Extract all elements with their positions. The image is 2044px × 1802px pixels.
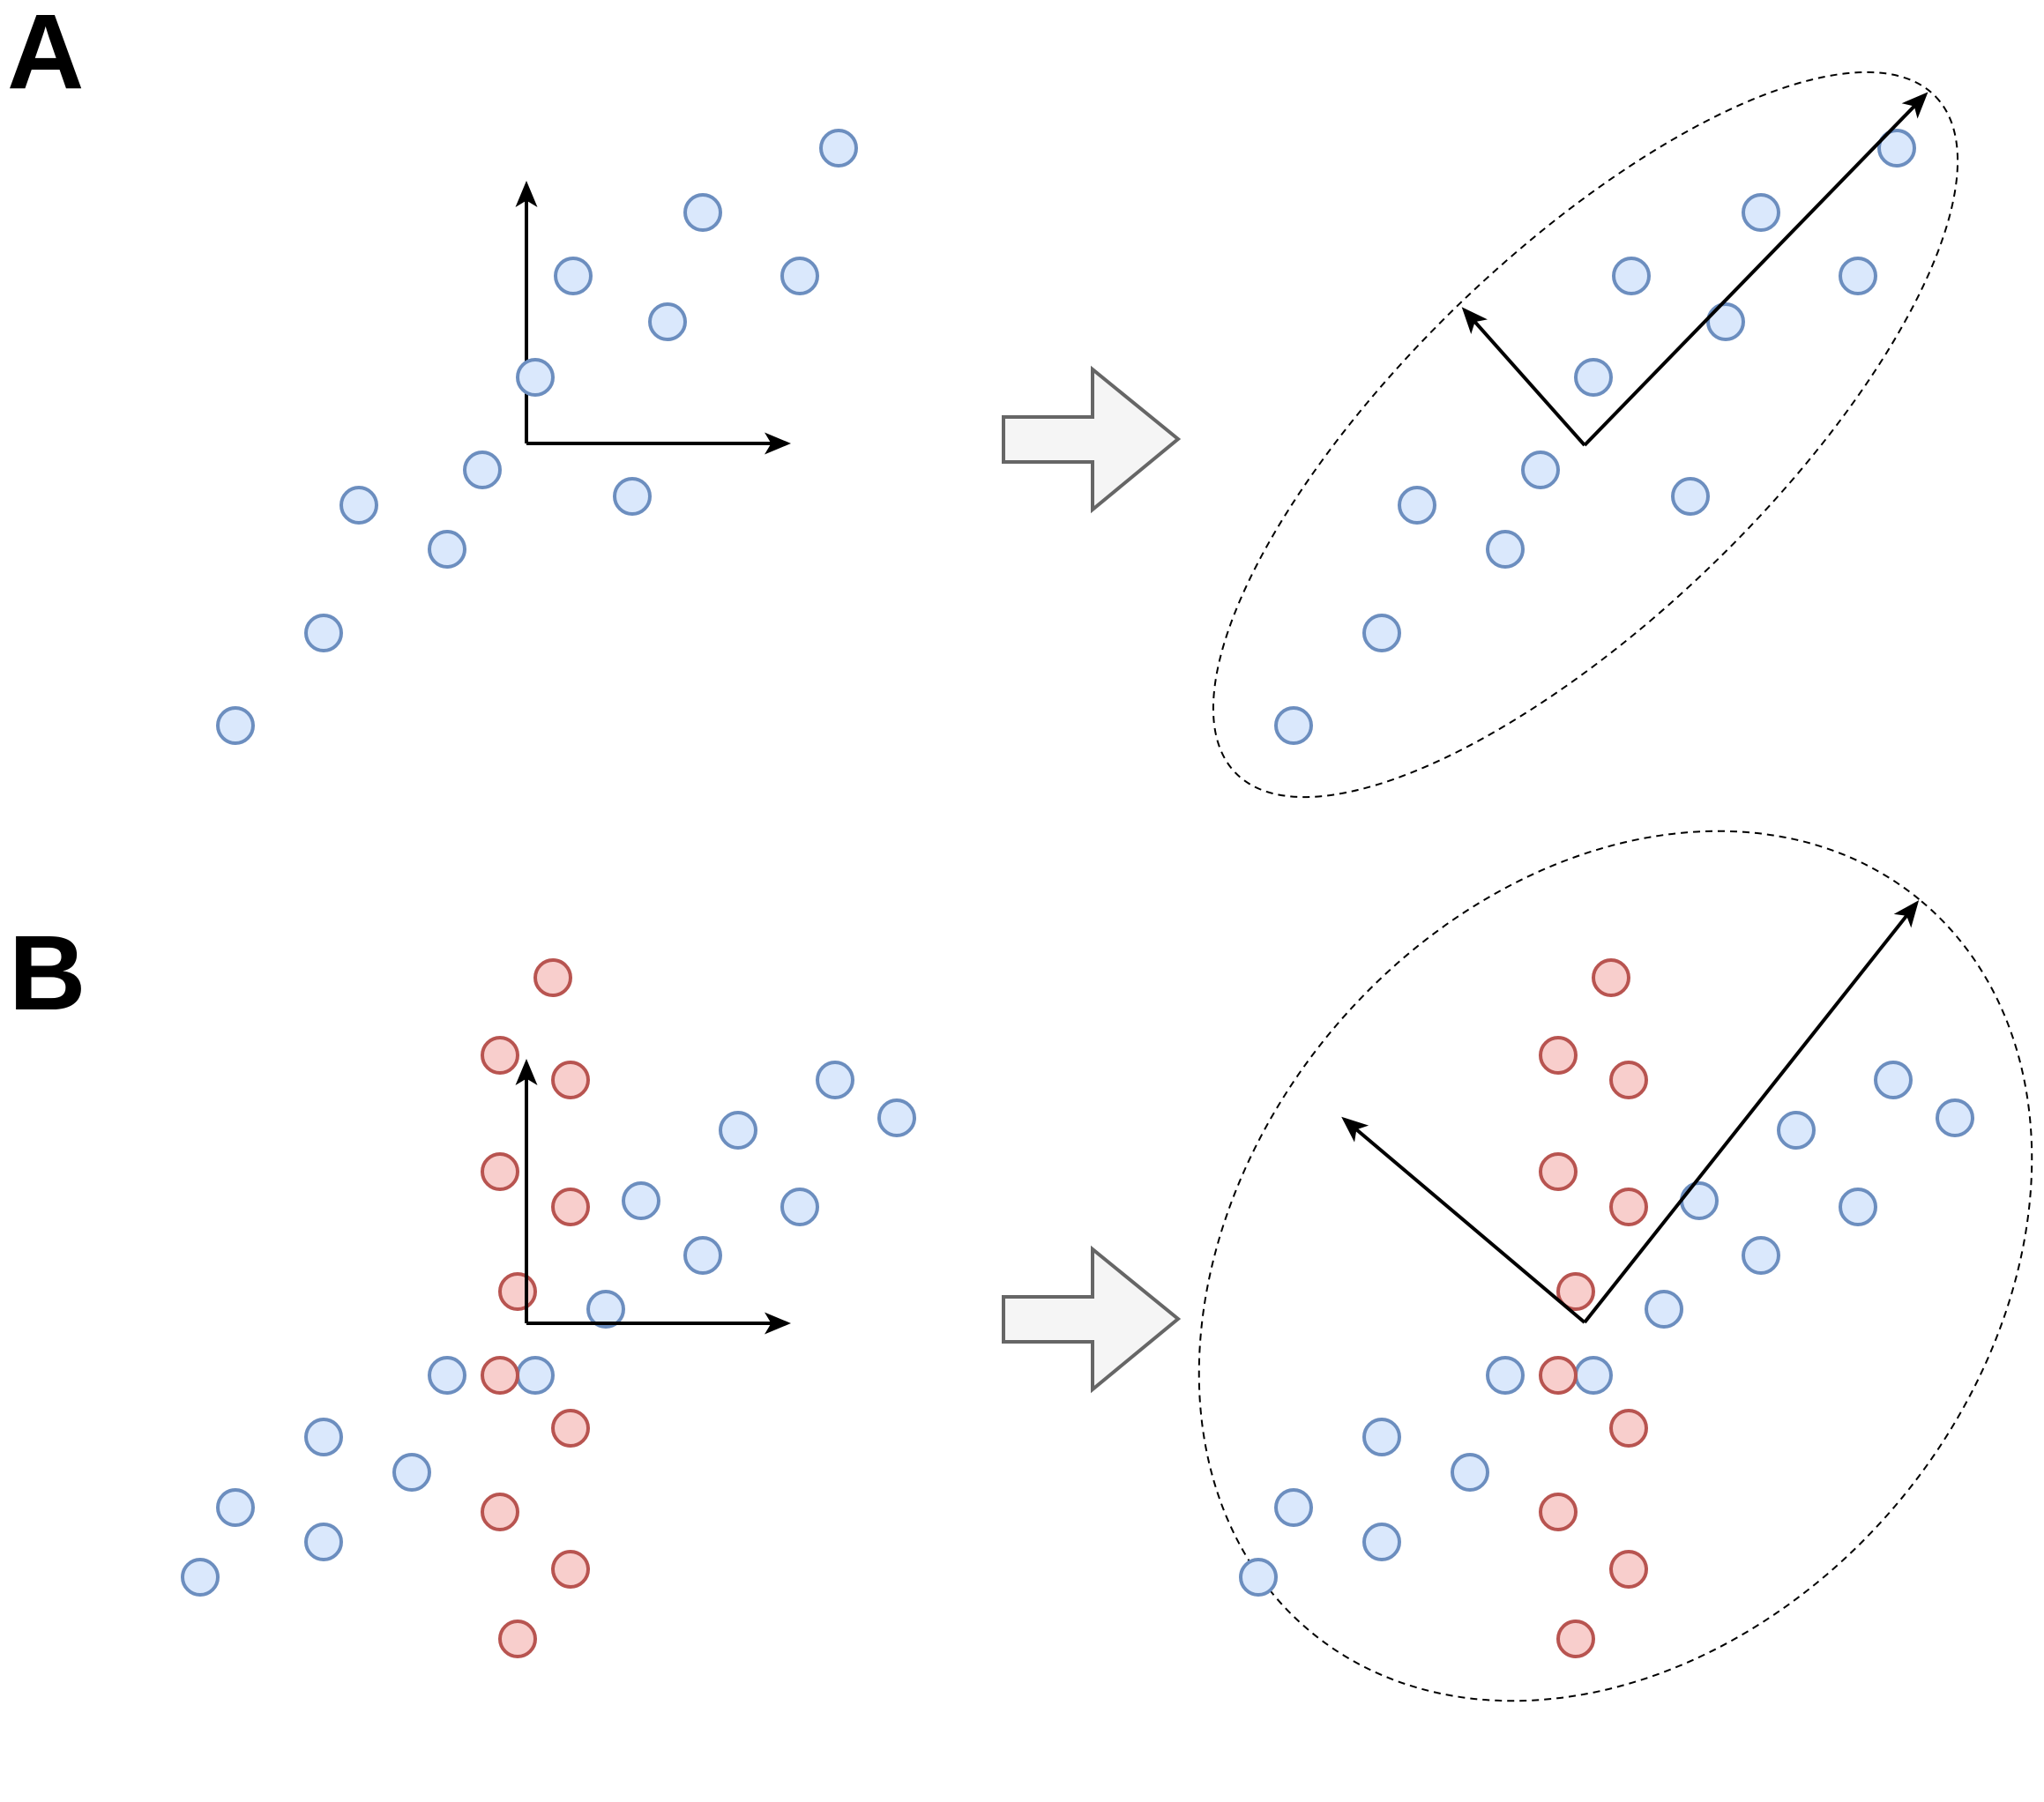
data-point-blue [1680,1181,1719,1220]
data-point-blue [780,1188,819,1226]
data-point-blue [216,1488,255,1527]
data-point-red [1592,958,1630,997]
data-point-red [533,958,572,997]
data-point-red [1556,1272,1595,1311]
panel-a-pca-points [1274,129,1916,745]
data-point-red [1609,1061,1648,1099]
data-point-blue [428,530,466,569]
data-point-blue [554,257,593,295]
data-point-red [481,1152,519,1191]
principal-component-2-arrow [1461,307,1586,447]
data-point-blue [1521,450,1560,489]
panel-b-original-axes [515,1059,791,1335]
data-point-red [1609,1550,1648,1589]
data-point-blue [1839,257,1877,295]
panel-label-a: A [7,0,84,111]
panel-label-b: B [9,912,86,1032]
data-point-red [551,1061,590,1099]
data-point-red [498,1272,537,1311]
data-point-red [1539,1493,1578,1531]
panel-a-pca-space [1212,71,1959,799]
panel-a: A [7,0,1959,799]
data-point-blue [304,1523,343,1561]
principal-component-1-arrow [1583,900,1920,1324]
data-point-blue [1645,1290,1683,1329]
data-point-red [481,1036,519,1075]
data-point-blue [428,1356,466,1395]
panel-a-original-space [216,129,858,745]
data-point-blue [1362,1523,1401,1561]
data-point-blue [1742,1236,1780,1275]
data-point-blue [1877,129,1916,168]
data-point-blue [1451,1453,1489,1492]
panel-b-pca-space [1197,830,2033,1702]
data-point-red [551,1550,590,1589]
data-point-blue [1742,193,1780,232]
data-point-red [498,1620,537,1658]
panel-a-original-axes [515,181,791,455]
data-point-red [481,1356,519,1395]
data-point-blue [1671,477,1710,516]
data-point-red [1556,1620,1595,1658]
data-point-blue [1706,302,1745,341]
principal-component-1-arrow [1583,92,1928,447]
data-point-blue [719,1111,757,1150]
data-point-blue [1274,1488,1313,1527]
data-point-red [1539,1152,1578,1191]
data-point-blue [1362,614,1401,652]
data-point-blue [1398,486,1436,525]
data-point-blue [648,302,687,341]
panel-b-original-space [181,958,916,1658]
data-point-blue [463,450,502,489]
data-point-blue [877,1098,916,1137]
panel-b: B [9,830,2033,1702]
data-point-blue [1274,706,1313,745]
data-point-blue [816,1061,854,1099]
data-point-red [551,1409,590,1448]
data-point-blue [516,358,555,397]
panel-b-pca-points [1239,958,1974,1658]
data-point-blue [1839,1188,1877,1226]
data-point-blue [1239,1558,1278,1597]
data-point-blue [683,193,722,232]
data-point-blue [613,477,652,516]
data-point-blue [1936,1098,1974,1137]
transform-block-arrow-icon [1002,365,1182,514]
data-point-blue [339,486,378,525]
data-point-blue [586,1290,625,1329]
panel-a-original-points [216,129,858,745]
data-point-blue [1574,1356,1613,1395]
data-point-blue [304,1418,343,1456]
data-point-blue [1486,1356,1525,1395]
data-point-blue [1777,1111,1816,1150]
data-point-red [551,1188,590,1226]
data-point-blue [1362,1418,1401,1456]
data-point-red [481,1493,519,1531]
data-point-blue [181,1558,220,1597]
data-point-blue [1574,358,1613,397]
data-point-blue [683,1236,722,1275]
data-point-red [1609,1409,1648,1448]
data-point-blue [1486,530,1525,569]
data-point-red [1539,1036,1578,1075]
data-point-blue [622,1181,660,1220]
principal-component-2-arrow [1341,1116,1586,1324]
data-point-red [1609,1188,1648,1226]
data-point-blue [392,1453,431,1492]
data-point-blue [1612,257,1651,295]
transform-block-arrow-icon [1002,1245,1182,1394]
data-point-blue [819,129,858,168]
covariance-ellipse [1197,830,2033,1702]
covariance-ellipse [1212,71,1959,799]
data-point-blue [304,614,343,652]
data-point-red [1539,1356,1578,1395]
data-point-blue [516,1356,555,1395]
data-point-blue [780,257,819,295]
data-point-blue [1874,1061,1913,1099]
data-point-blue [216,706,255,745]
panel-b-original-points [181,958,916,1658]
